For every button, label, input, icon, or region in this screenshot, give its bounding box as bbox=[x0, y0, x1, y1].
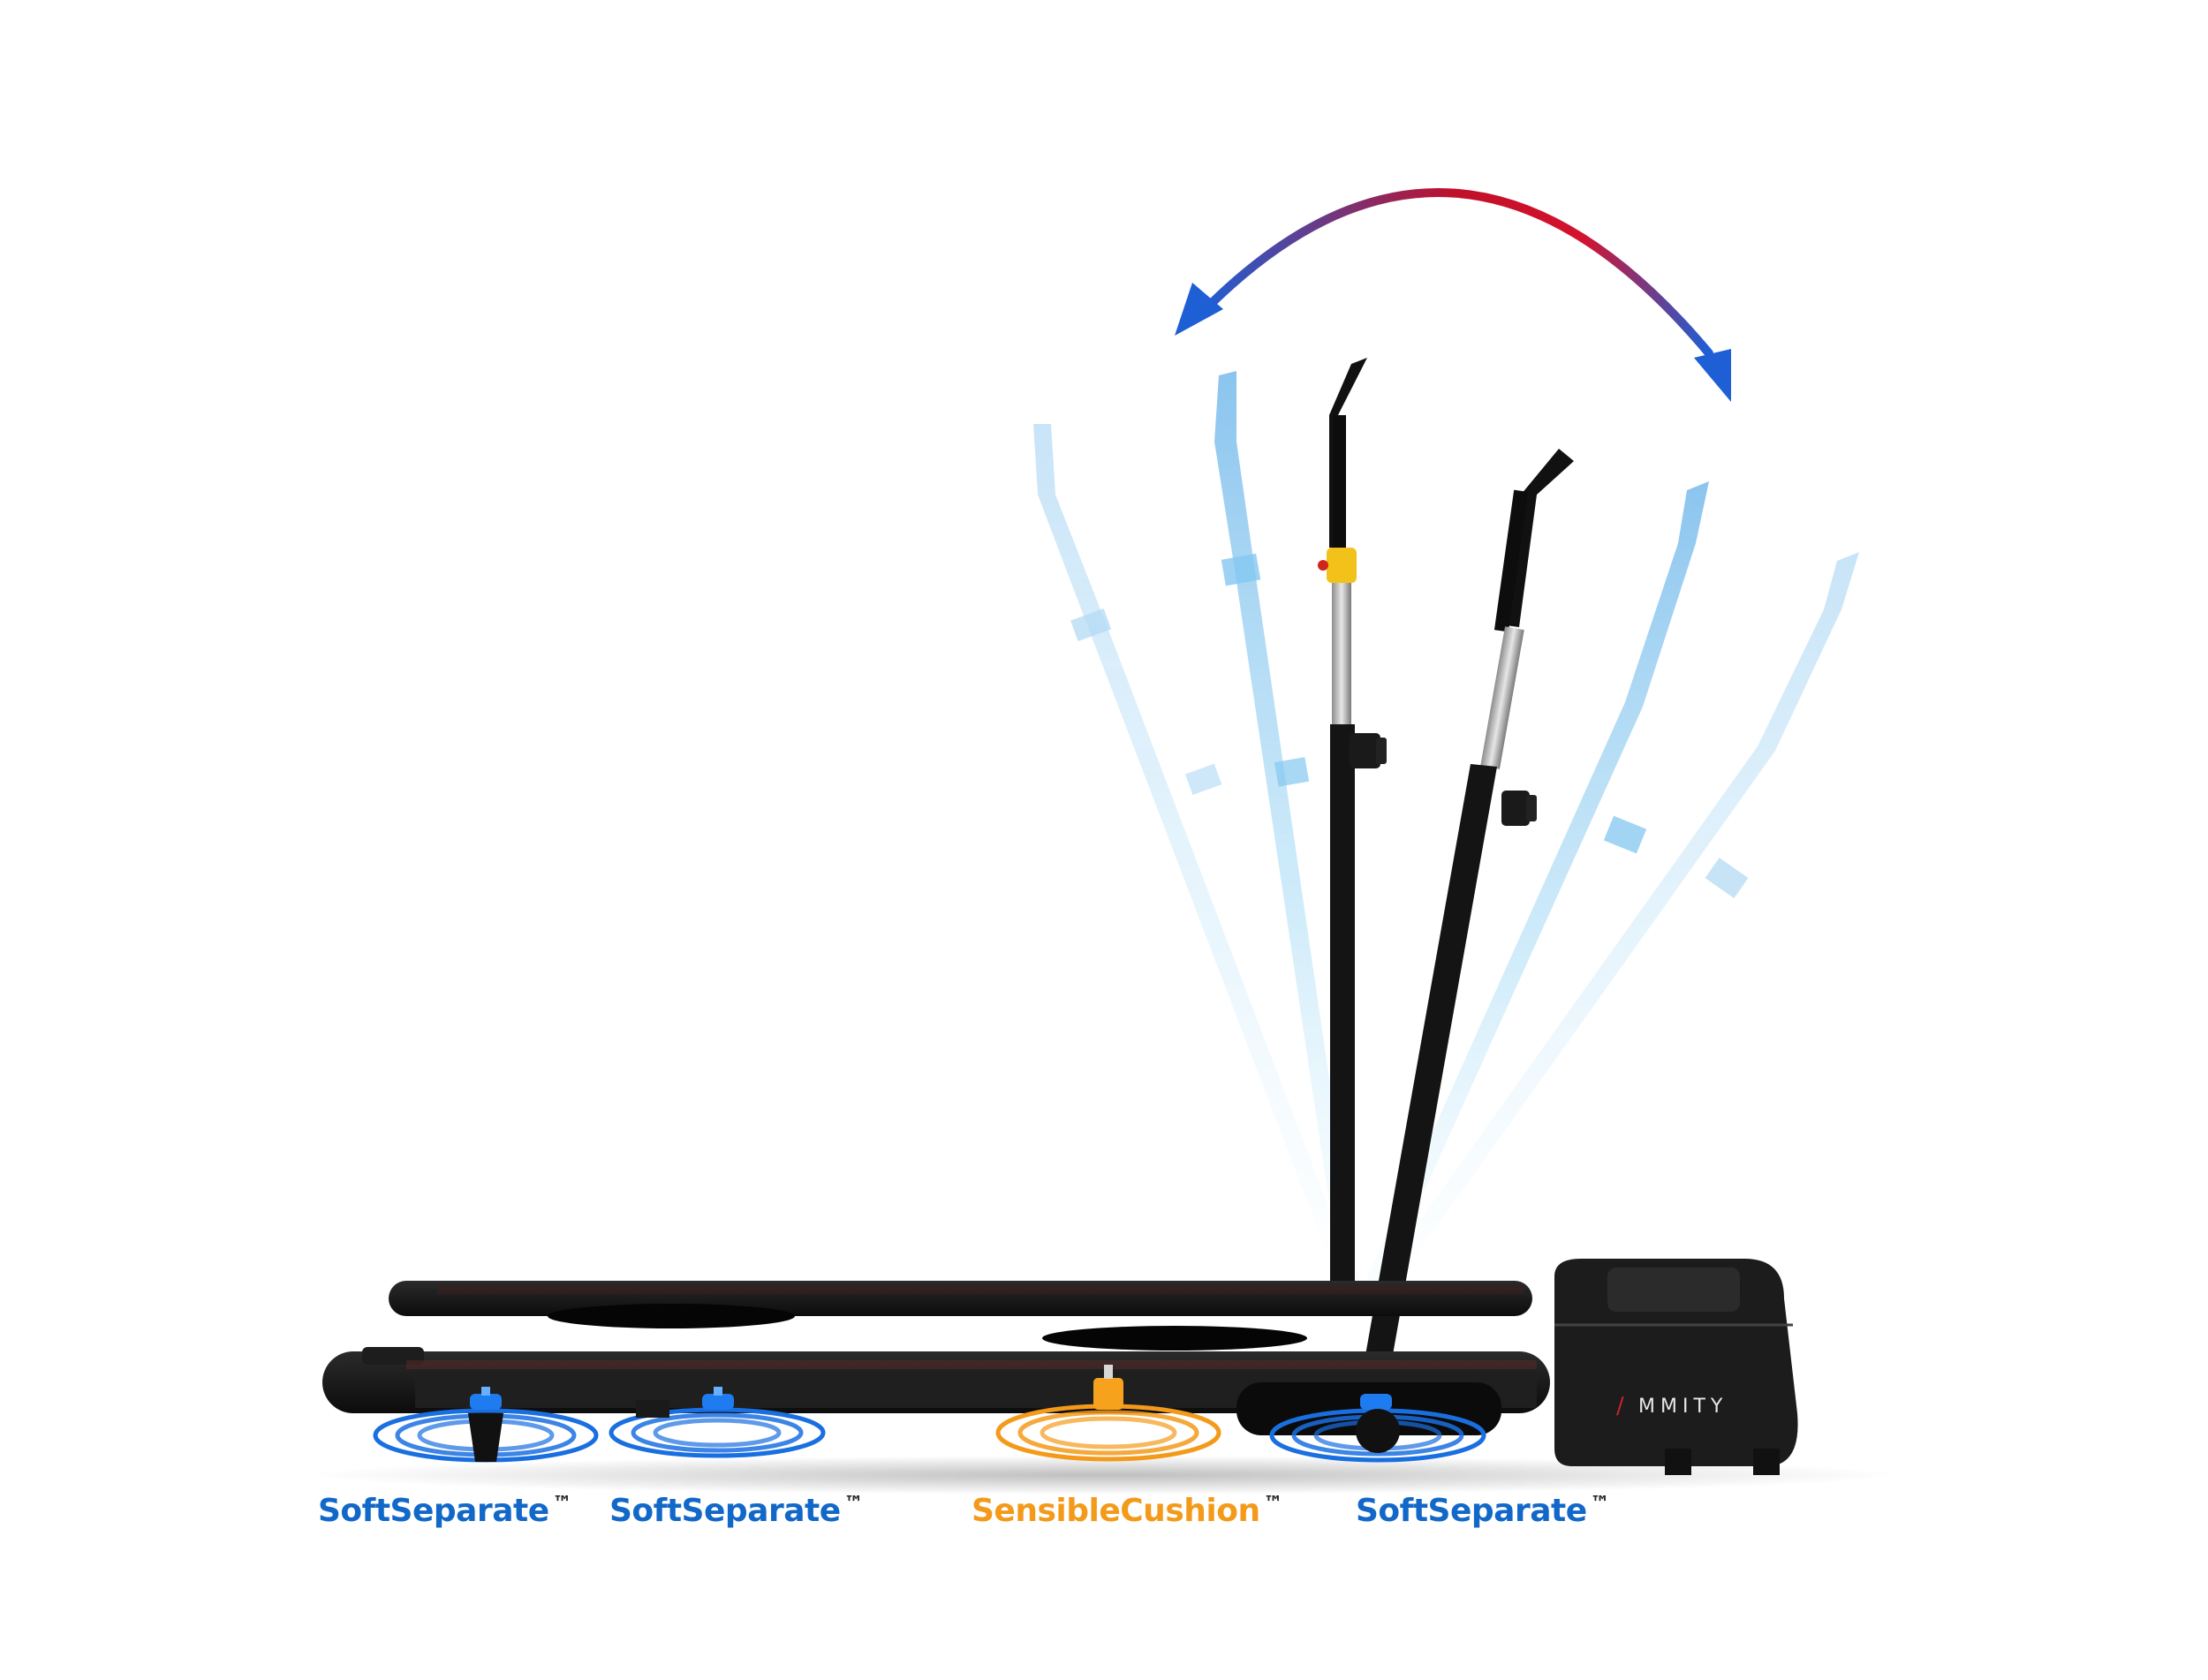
trademark-mark: ™ bbox=[1263, 1493, 1283, 1515]
handlebar-tilted bbox=[1365, 449, 1574, 1365]
treadmill-deck bbox=[322, 1281, 1550, 1435]
motor-housing: / bbox=[1554, 1259, 1798, 1475]
label-text: SoftSeparate bbox=[609, 1493, 841, 1529]
trademark-mark: ™ bbox=[843, 1493, 864, 1515]
shock-absorber-icon bbox=[609, 1387, 826, 1458]
cushion-icon bbox=[995, 1365, 1221, 1462]
brand-logo-mark: / bbox=[1616, 1393, 1624, 1419]
ghost-handle-far-right bbox=[1371, 552, 1859, 1297]
ghost-handle-left bbox=[1214, 371, 1360, 1291]
rotation-arrow-icon bbox=[1175, 187, 1731, 402]
shock-absorber-icon bbox=[1269, 1394, 1486, 1463]
label-text: SoftSeparate bbox=[1356, 1493, 1587, 1529]
label-text: SoftSeparate bbox=[318, 1493, 549, 1529]
trademark-mark: ™ bbox=[1590, 1493, 1610, 1515]
ghost-handle-far-left bbox=[1033, 424, 1360, 1294]
brand-logo: MMITY bbox=[1638, 1396, 1728, 1418]
shock-absorber-icon bbox=[373, 1387, 599, 1463]
floor-shadow bbox=[309, 1456, 1899, 1495]
trademark-mark: ™ bbox=[552, 1493, 572, 1515]
label-text: SensibleCushion bbox=[972, 1493, 1260, 1529]
handlebar-upright bbox=[1318, 358, 1387, 1290]
